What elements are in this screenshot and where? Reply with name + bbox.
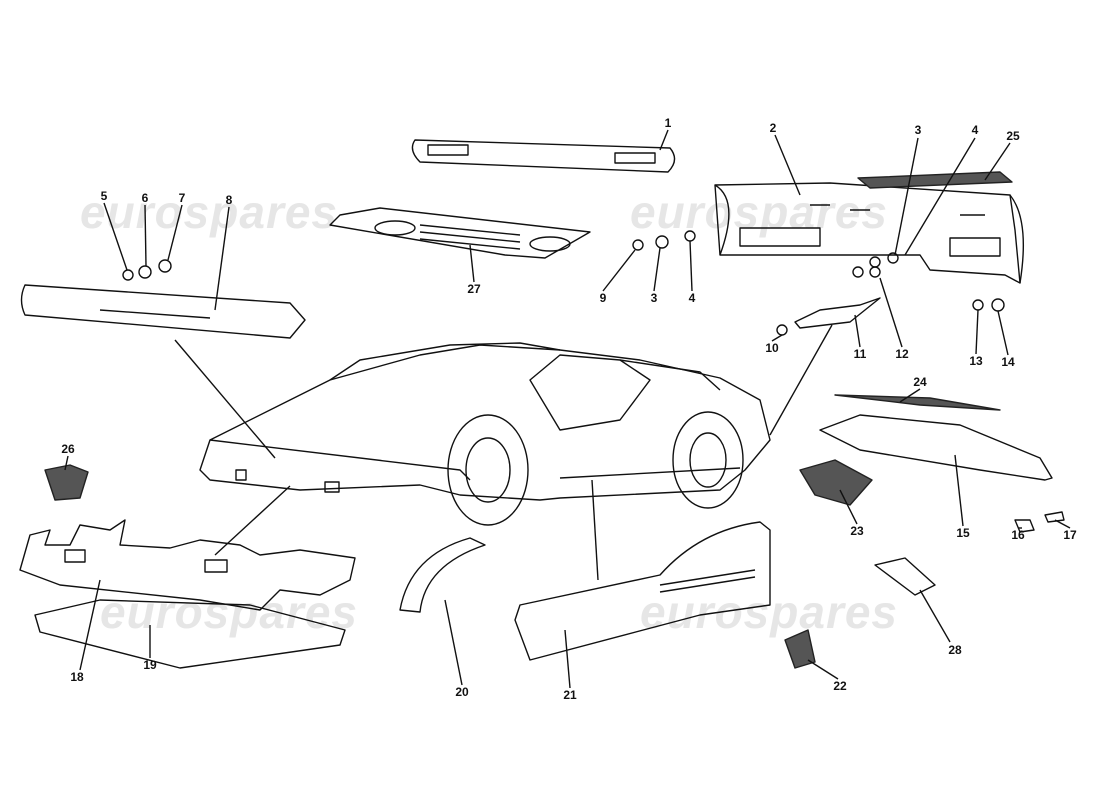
leader-lines <box>64 129 1071 689</box>
part-23-mesh <box>799 459 873 506</box>
part-15-air-intake <box>819 414 1053 481</box>
part-21-side-sill <box>514 521 771 661</box>
part-24-mesh <box>834 394 1001 411</box>
callout-17[interactable]: 17 <box>1063 528 1077 542</box>
washers <box>122 230 1005 336</box>
callout-26[interactable]: 26 <box>61 442 75 456</box>
callout-13[interactable]: 13 <box>969 354 983 368</box>
part-27-grille <box>329 207 591 259</box>
part-18-front-spoiler <box>19 519 356 611</box>
part-20-wheel-arch <box>399 537 486 613</box>
callout-12[interactable]: 12 <box>895 347 909 361</box>
callout-9[interactable]: 9 <box>599 291 607 305</box>
callout-15[interactable]: 15 <box>956 526 970 540</box>
callout-7[interactable]: 7 <box>178 191 186 205</box>
car-body <box>199 342 771 526</box>
part-2-rear-wing <box>714 182 1024 284</box>
callout-22[interactable]: 22 <box>833 679 847 693</box>
part-28-duct <box>874 557 936 596</box>
callout-2[interactable]: 2 <box>769 121 777 135</box>
callout-19[interactable]: 19 <box>143 658 157 672</box>
callout-28[interactable]: 28 <box>948 643 962 657</box>
callout-3[interactable]: 3 <box>650 291 658 305</box>
callout-27[interactable]: 27 <box>467 282 481 296</box>
callout-18[interactable]: 18 <box>70 670 84 684</box>
part-11-bracket <box>794 297 881 329</box>
part-26-mesh <box>44 464 89 501</box>
part-22-mesh <box>784 629 816 669</box>
callout-11[interactable]: 11 <box>853 347 867 361</box>
part-8-front-bumper <box>20 284 306 339</box>
callout-6[interactable]: 6 <box>141 191 149 205</box>
part-1-bar <box>411 139 676 173</box>
callout-3[interactable]: 3 <box>914 123 922 137</box>
callout-4[interactable]: 4 <box>688 291 696 305</box>
callout-10[interactable]: 10 <box>765 341 779 355</box>
part-19-undertray <box>34 599 346 669</box>
callout-21[interactable]: 21 <box>563 688 577 702</box>
callout-5[interactable]: 5 <box>100 189 108 203</box>
callout-1[interactable]: 1 <box>664 116 672 130</box>
callout-24[interactable]: 24 <box>913 375 927 389</box>
callout-25[interactable]: 25 <box>1006 129 1020 143</box>
callout-14[interactable]: 14 <box>1001 355 1015 369</box>
callout-4[interactable]: 4 <box>971 123 979 137</box>
callout-20[interactable]: 20 <box>455 685 469 699</box>
callout-8[interactable]: 8 <box>225 193 233 207</box>
callout-16[interactable]: 16 <box>1011 528 1025 542</box>
callout-23[interactable]: 23 <box>850 524 864 538</box>
part-17-screw <box>1044 511 1065 523</box>
